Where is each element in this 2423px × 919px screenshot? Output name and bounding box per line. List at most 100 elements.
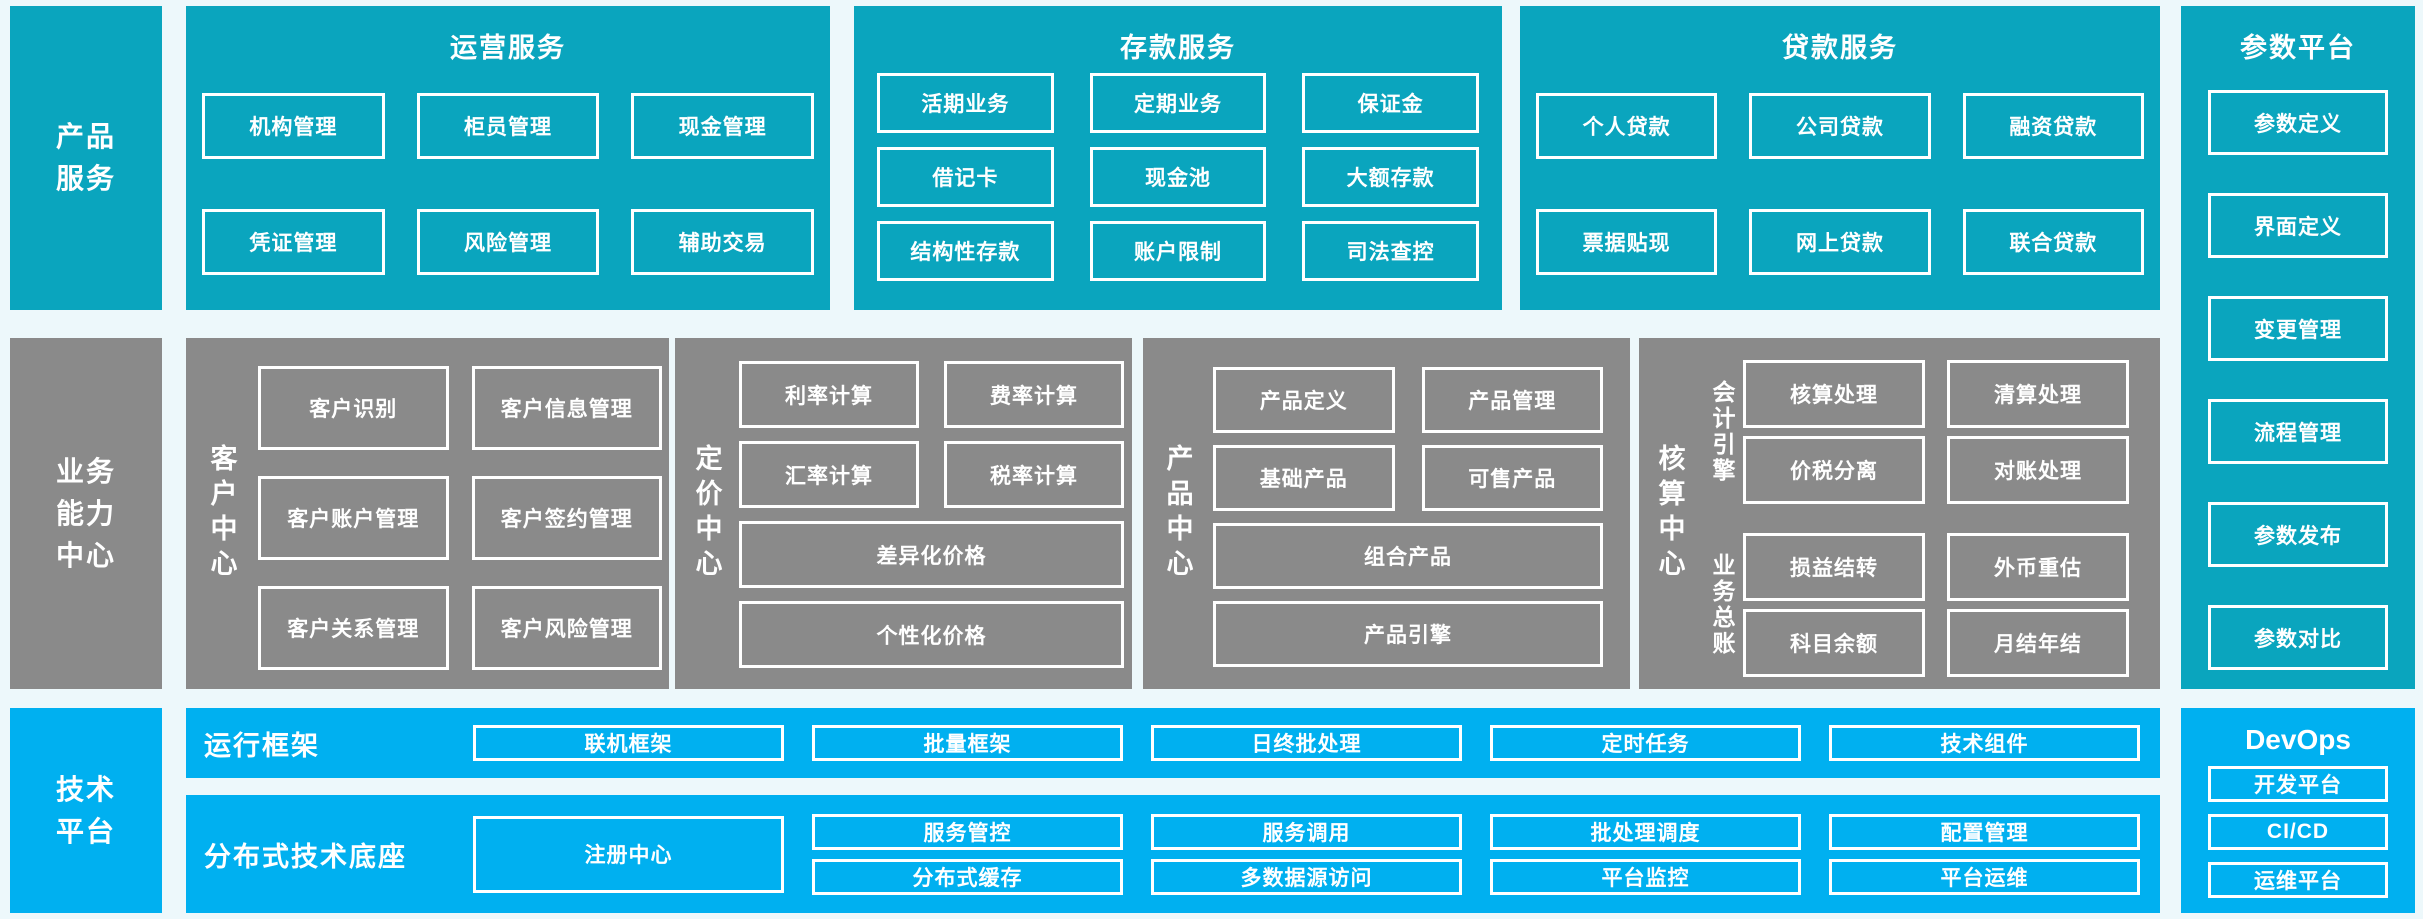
panel-body: 活期业务 定期业务 保证金 借记卡 现金池 大额存款 结构性存款 账户限制 司法…: [854, 66, 1502, 281]
diagram-box: 基础产品: [1213, 445, 1395, 511]
group-vertical-label: 会计引擎: [1709, 380, 1735, 484]
diagram-box: 参数定义: [2208, 90, 2388, 155]
diagram-box: 服务管控: [812, 813, 1123, 850]
panel-title: 运营服务: [450, 33, 566, 63]
diagram-box: 批量框架: [812, 725, 1123, 761]
panel-product-center: 产品中心 产品定义 产品管理 基础产品 可售产品 组合产品 产品引擎: [1143, 338, 1630, 689]
panel-body: 客户识别 客户信息管理 客户账户管理 客户签约管理 客户关系管理 客户风险管理: [258, 338, 669, 689]
row-body: 注册中心 服务管控 分布式缓存 服务调用 多数据源访问 批处理调度 平台监控 配…: [453, 795, 2160, 913]
row-label: 运行框架: [204, 730, 320, 761]
diagram-box: 产品定义: [1213, 367, 1395, 433]
diagram-box: 参数对比: [2208, 605, 2388, 670]
panel-body: 利率计算 费率计算 汇率计算 税率计算 差异化价格 个性化价格: [739, 338, 1132, 689]
row-body: 联机框架 批量框架 日终批处理 定时任务 技术组件: [453, 708, 2160, 778]
diagram-box: 变更管理: [2208, 296, 2388, 361]
diagram-box: 配置管理: [1829, 813, 2140, 850]
panel-vertical-label: 产品中心: [1162, 443, 1193, 584]
diagram-box: 柜员管理: [416, 93, 600, 159]
panel-title: 参数平台: [2240, 33, 2356, 63]
diagram-box: 利率计算: [739, 361, 919, 428]
diagram-box: 分布式缓存: [812, 858, 1123, 895]
diagram-box: 个性化价格: [739, 601, 1124, 668]
diagram-box: 可售产品: [1421, 445, 1603, 511]
diagram-box: 凭证管理: [202, 209, 385, 275]
diagram-box: 客户签约管理: [471, 476, 662, 560]
panel-vertical-label: 定价中心: [691, 443, 722, 584]
row-label: 分布式技术底座: [204, 841, 407, 872]
sidebar-business-capability-center: 业务 能力 中心: [10, 338, 162, 689]
diagram-box: 界面定义: [2208, 193, 2388, 258]
row-distributed-tech-base: 分布式技术底座 注册中心 服务管控 分布式缓存 服务调用 多数据源访问 批处理调…: [186, 795, 2160, 913]
panel-body: 会计引擎 核算处理 清算处理 价税分离 对账处理 业务总账 损益结转 外币重估 …: [1701, 338, 2160, 689]
diagram-box: 个人贷款: [1536, 93, 1718, 159]
panel-deposit-services: 存款服务 活期业务 定期业务 保证金 借记卡 现金池 大额存款 结构性存款 账户…: [854, 6, 1502, 310]
panel-pricing-center: 定价中心 利率计算 费率计算 汇率计算 税率计算 差异化价格 个性化价格: [675, 338, 1132, 689]
diagram-box: 技术组件: [1829, 725, 2140, 761]
diagram-box: 联机框架: [473, 725, 784, 761]
accounting-engine-group: 会计引擎 核算处理 清算处理 价税分离 对账处理: [1701, 360, 2129, 504]
diagram-box: 运维平台: [2208, 862, 2388, 898]
panel-customer-center: 客户中心 客户识别 客户信息管理 客户账户管理 客户签约管理 客户关系管理 客户…: [186, 338, 669, 689]
diagram-box: 批处理调度: [1490, 813, 1801, 850]
sidebar-tech-platform: 技术 平台: [10, 708, 162, 913]
business-ledger-group: 业务总账 损益结转 外币重估 科目余额 月结年结: [1701, 533, 2129, 677]
diagram-box: 流程管理: [2208, 399, 2388, 464]
diagram-box: 外币重估: [1947, 533, 2129, 601]
diagram-box: 平台监控: [1490, 858, 1801, 895]
sidebar-tech-platform-label: 技术 平台: [55, 773, 116, 847]
diagram-box: 服务调用: [1151, 813, 1462, 850]
diagram-box: 司法查控: [1302, 221, 1479, 281]
panel-body: 机构管理 柜员管理 现金管理 凭证管理 风险管理 辅助交易: [186, 66, 830, 275]
panel-devops: DevOps 开发平台 CI/CD 运维平台: [2181, 708, 2415, 913]
panel-title: 贷款服务: [1782, 33, 1898, 63]
group-body: 核算处理 清算处理 价税分离 对账处理: [1743, 360, 2129, 504]
diagram-box: 税率计算: [944, 441, 1124, 508]
diagram-box: 大额存款: [1302, 147, 1479, 207]
sidebar-product-services: 产品 服务: [10, 6, 162, 310]
diagram-box: 清算处理: [1947, 360, 2129, 428]
diagram-box: 多数据源访问: [1151, 858, 1462, 895]
stack-column: 服务管控 分布式缓存: [812, 813, 1123, 895]
diagram-box: 网上贷款: [1749, 209, 1931, 275]
stack-column: 批处理调度 平台监控: [1490, 813, 1801, 895]
diagram-box: 风险管理: [416, 209, 600, 275]
diagram-box: 开发平台: [2208, 766, 2388, 802]
diagram-box: 核算处理: [1743, 360, 1925, 428]
diagram-box: 联合贷款: [1962, 209, 2144, 275]
diagram-box: 客户风险管理: [471, 586, 662, 670]
diagram-box: 结构性存款: [877, 221, 1054, 281]
panel-vertical-label: 客户中心: [206, 443, 237, 584]
group-body: 损益结转 外币重估 科目余额 月结年结: [1743, 533, 2129, 677]
diagram-box: 客户识别: [258, 366, 449, 450]
diagram-box: 融资贷款: [1962, 93, 2144, 159]
diagram-box: CI/CD: [2208, 814, 2388, 850]
diagram-box: 票据贴现: [1536, 209, 1718, 275]
panel-title: DevOps: [2245, 724, 2351, 755]
diagram-box: 价税分离: [1743, 436, 1925, 504]
row-runtime-framework: 运行框架 联机框架 批量框架 日终批处理 定时任务 技术组件: [186, 708, 2160, 778]
sidebar-business-capability-label: 业务 能力 中心: [55, 455, 116, 571]
panel-body: 个人贷款 公司贷款 融资贷款 票据贴现 网上贷款 联合贷款: [1520, 66, 2160, 275]
panel-operations-services: 运营服务 机构管理 柜员管理 现金管理 凭证管理 风险管理 辅助交易: [186, 6, 830, 310]
diagram-box: 对账处理: [1947, 436, 2129, 504]
panel-body: 开发平台 CI/CD 运维平台: [2181, 760, 2415, 898]
diagram-box: 产品引擎: [1213, 601, 1603, 667]
diagram-box: 差异化价格: [739, 521, 1124, 588]
diagram-box: 账户限制: [1089, 221, 1267, 281]
diagram-box: 损益结转: [1743, 533, 1925, 601]
diagram-box: 客户账户管理: [258, 476, 449, 560]
diagram-box: 辅助交易: [631, 209, 814, 275]
diagram-box: 科目余额: [1743, 609, 1925, 677]
diagram-box: 客户信息管理: [471, 366, 662, 450]
diagram-box: 组合产品: [1213, 523, 1603, 589]
diagram-box: 客户关系管理: [258, 586, 449, 670]
stack-column: 配置管理 平台运维: [1829, 813, 2140, 895]
diagram-box: 月结年结: [1947, 609, 2129, 677]
panel-title: 存款服务: [1120, 33, 1236, 63]
diagram-box: 公司贷款: [1749, 93, 1931, 159]
registry-cell: 注册中心: [473, 814, 784, 895]
panel-parameter-platform: 参数平台 参数定义 界面定义 变更管理 流程管理 参数发布 参数对比: [2181, 6, 2415, 689]
panel-loan-services: 贷款服务 个人贷款 公司贷款 融资贷款 票据贴现 网上贷款 联合贷款: [1520, 6, 2160, 310]
diagram-box: 定期业务: [1089, 73, 1267, 133]
